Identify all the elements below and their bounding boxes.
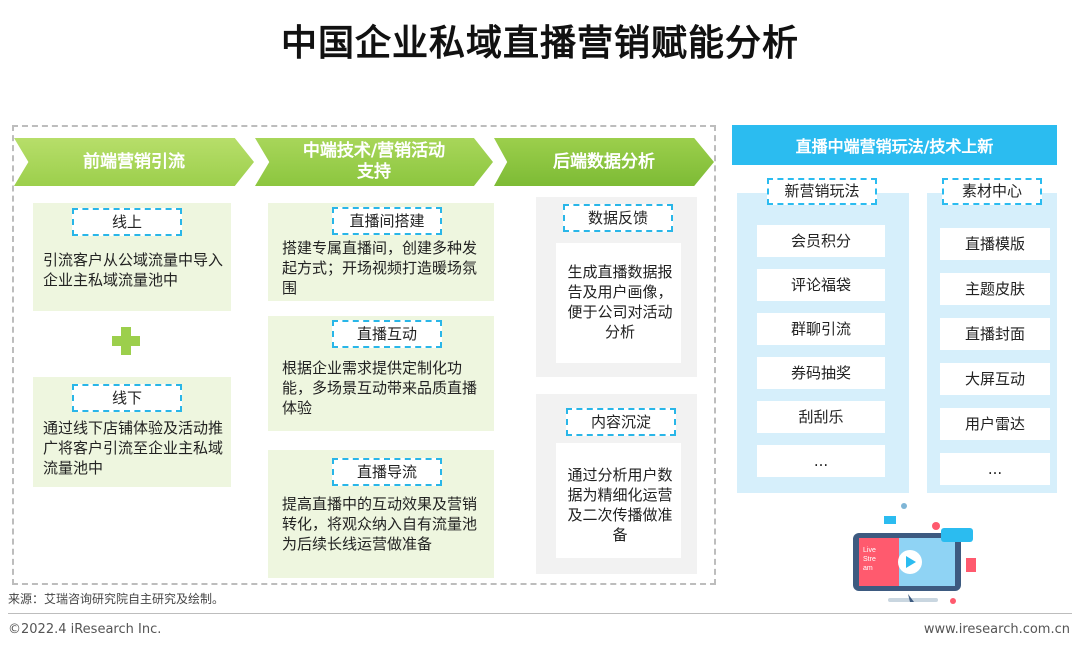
source-note: 来源：艾瑞咨询研究院自主研究及绘制。 <box>8 590 224 607</box>
svg-text:Live: Live <box>863 547 876 554</box>
svg-text:Stre: Stre <box>863 556 876 563</box>
front-online-text: 引流客户从公域流量中导入企业主私域流量池中 <box>43 250 227 290</box>
copyright: ©2022.4 iResearch Inc. <box>8 622 161 637</box>
plus-icon <box>112 327 140 355</box>
marketing-item: 刮刮乐 <box>757 401 885 433</box>
right-col-materials-head: 素材中心 <box>942 178 1042 205</box>
front-offline-tag: 线下 <box>72 384 182 412</box>
middle-tag-1: 直播间搭建 <box>332 207 442 235</box>
marketing-item: 评论福袋 <box>757 269 885 301</box>
stage-arrow-middle: 中端技术/营销活动支持 <box>255 138 493 186</box>
right-col-marketing-head: 新营销玩法 <box>767 178 877 205</box>
middle-text-3: 提高直播中的互动效果及营销转化，将观众纳入自有流量池为后续长线运营做准备 <box>282 494 482 554</box>
stage-arrow-middle-label: 中端技术/营销活动支持 <box>299 141 449 183</box>
marketing-item: 券码抽奖 <box>757 357 885 389</box>
materials-item: 主题皮肤 <box>940 273 1050 305</box>
marketing-item: 会员积分 <box>757 225 885 257</box>
svg-text:am: am <box>863 565 873 572</box>
materials-item: 直播封面 <box>940 318 1050 350</box>
right-panel-header: 直播中端营销玩法/技术上新 <box>732 125 1057 165</box>
materials-item: 用户雷达 <box>940 408 1050 440</box>
marketing-item: ... <box>757 445 885 477</box>
stage-arrow-back: 后端数据分析 <box>494 138 714 186</box>
page-title: 中国企业私域直播营销赋能分析 <box>0 14 1080 66</box>
front-offline-text: 通过线下店铺体验及活动推广将客户引流至企业主私域流量池中 <box>43 418 227 478</box>
site-url[interactable]: www.iresearch.com.cn <box>924 622 1070 637</box>
back-tag-2: 内容沉淀 <box>566 408 676 436</box>
middle-text-1: 搭建专属直播间，创建多种发起方式；开场视频打造暖场氛围 <box>282 238 478 298</box>
middle-text-2: 根据企业需求提供定制化功能，多场景互动带来品质直播体验 <box>282 358 478 418</box>
middle-tag-3: 直播导流 <box>332 458 442 486</box>
back-tag-1: 数据反馈 <box>563 204 673 232</box>
back-text-2: 通过分析用户数据为精细化运营及二次传播做准备 <box>566 465 674 545</box>
stage-arrow-front: 前端营销引流 <box>14 138 254 186</box>
marketing-item: 群聊引流 <box>757 313 885 345</box>
back-text-1: 生成直播数据报告及用户画像，便于公司对活动分析 <box>566 262 674 342</box>
materials-item: 直播模版 <box>940 228 1050 260</box>
live-stream-illustration-icon: Live Stre am <box>848 498 988 610</box>
materials-item: ... <box>940 453 1050 485</box>
front-online-tag: 线上 <box>72 208 182 236</box>
footer-divider <box>8 613 1072 614</box>
middle-tag-2: 直播互动 <box>332 320 442 348</box>
materials-item: 大屏互动 <box>940 363 1050 395</box>
